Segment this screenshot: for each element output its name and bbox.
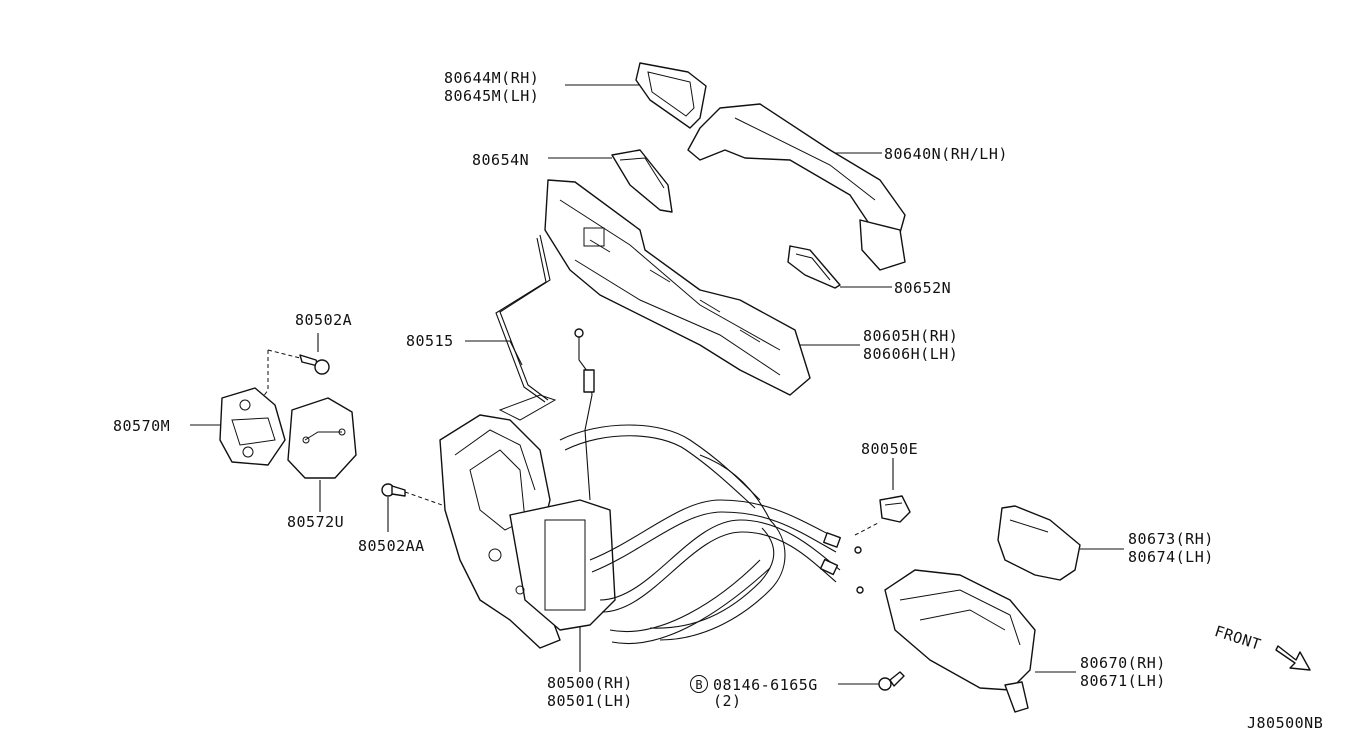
cable-upper [574,328,595,501]
escutcheon-80644m [635,62,707,129]
label-80515: 80515 [406,332,454,350]
label-80502aa: 80502AA [358,537,425,555]
inside-handle-80670 [884,569,1036,713]
label-80654n: 80654N [472,151,530,169]
striker-80570m [219,387,286,466]
label-80501: 80501(LH) [547,692,633,710]
door-lock-80500 [439,394,616,649]
leader-lines [190,84,1124,685]
label-80644m: 80644M(RH) [444,69,540,87]
label-80050e: 80050E [861,440,919,458]
label-bolt-code: 08146-6165G [713,676,818,694]
label-80570m: 80570M [113,417,171,435]
label-80640n: 80640N(RH/LH) [884,145,1008,163]
clip-80050e [879,495,911,523]
gasket-80654n [611,149,673,213]
cover-80673 [997,505,1081,581]
label-80670: 80670(RH) [1080,654,1166,672]
label-bolt-qty: (2) [713,692,742,710]
gasket-80652n [787,245,841,289]
diagram-id: J80500NB [1247,714,1324,732]
outside-handle-80640n [687,103,906,271]
label-80572u: 80572U [287,513,345,531]
arrow-down-right-icon [1275,645,1311,671]
label-80502a: 80502A [295,311,353,329]
screw-80502a [299,354,330,375]
cable-loops [559,424,864,644]
label-80500: 80500(RH) [547,674,633,692]
label-80652n: 80652N [894,279,952,297]
label-80645m: 80645M(LH) [444,87,540,105]
screw-80502aa [381,483,406,497]
label-80606h: 80606H(LH) [863,345,959,363]
label-80673: 80673(RH) [1128,530,1214,548]
label-80674: 80674(LH) [1128,548,1214,566]
shim-80572u [287,397,357,479]
rod-80515 [495,234,551,403]
bolt-08146 [878,671,905,691]
circled-b-icon: B [690,675,708,693]
handle-bracket-80605h [544,179,811,396]
label-80671: 80671(LH) [1080,672,1166,690]
label-80605h: 80605H(RH) [863,327,959,345]
